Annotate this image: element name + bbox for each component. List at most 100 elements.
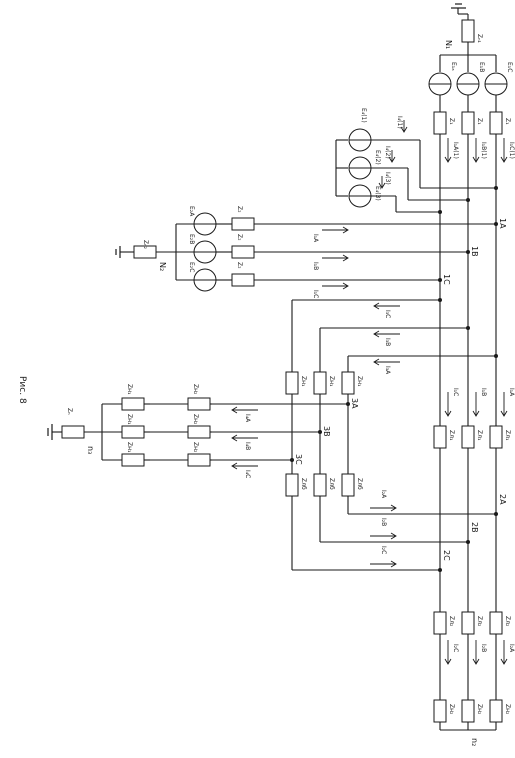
resistor-zn2-load-a-label: Zн₂ [192,384,199,395]
resistor-zh2-c-label: Zн₂ [504,704,511,715]
resistor-zn-load [61,425,85,439]
resistor-zl1-b [461,425,475,449]
generator-2-group: Zₙ₂ N₂ E₂A E₂B E₂C Z₂ Z₂ Z₂ I₁A [115,206,507,298]
current-mid-a-label: I₂A [380,490,387,499]
current-bus-c-label: I₁A [508,388,515,397]
resistor-zl2-c [489,611,503,635]
resistor-zl2-b-label: Zл₂ [476,616,483,627]
feeders-to-load3: I₃C I₃B I₃A Zн₁ Zн₁ Zн₁ 3A 3B 3C Zлб Zлб… [285,298,498,571]
current-load3-c-label: I₄C [244,470,251,478]
resistor-zn2-load-a [187,397,211,411]
node-3c-label: 3C [294,454,303,465]
current-arrows-gen2 [322,226,349,290]
current-arrows-e4 [378,120,408,189]
resistor-z2-c-label: Z₂ [236,262,243,269]
resistor-z2-a-label: Z₂ [236,206,243,213]
resistor-zh1-load-c-label: Zн₁ [126,442,133,453]
source-e1b-label: E₁B [478,62,485,72]
resistor-z1-c [489,111,503,135]
resistor-zlb-c-label: Zлб [300,478,307,490]
resistor-zh1-b-label: Zн₁ [328,376,335,387]
source-e1c [484,72,508,96]
current-arrows-mid [370,504,397,568]
current-arrows-bus-lower [444,640,508,665]
source-e2b-label: E₂B [188,234,195,244]
resistor-z1-a-label: Z₁ [448,118,455,125]
node-n1-label: N₁ [444,40,453,49]
node-2a-label: 2A [498,494,507,505]
current-lower-c-label: I₂A [508,644,515,653]
current-i1a1-label: I₁A(1) [452,142,459,159]
resistor-zn-load-label: Zₙ [66,408,73,415]
current-mid-b-label: I₂B [380,518,387,526]
current-lower-b-label: I₂B [480,644,487,652]
current-i4-1-label: I₄(1) [396,116,403,129]
load-3-group: I₄A I₄B I₄C Zн₂ Zн₂ Zн₂ Zн₁ Zн₁ Zн₁ Zₙ [47,384,348,478]
resistor-zh1-load-a [121,397,145,411]
resistor-zn2-label: Zₙ₂ [142,240,149,250]
resistor-zl2-c-label: Zл₂ [504,616,511,627]
node-3b-label: 3B [322,426,331,437]
current-arrows-feeders [373,302,400,366]
resistor-zh1-a [341,371,355,395]
resistor-zh2-a-label: Zн₂ [448,704,455,715]
resistor-zl1-c [489,425,503,449]
top-generator-group: Zₙ₁ N₁ E₁ₐ E₁B E₁C Z₁ Z₁ Z₁ [428,3,515,212]
node-N2-label: N₂ [158,262,167,271]
resistor-zlb-c [285,473,299,497]
current-lower-a-label: I₂C [452,644,459,652]
resistor-zl2-a [433,611,447,635]
e4-source-group: E₄(1) E₄(2) E₄(3) I₄(1) I₄(2) I₄(3) [335,108,498,214]
source-e1a-label: E₁ₐ [450,62,457,71]
node-2b-label: 2B [470,522,479,533]
resistor-zlb-a [341,473,355,497]
resistor-zlb-a-label: Zлб [356,478,363,490]
node-n3-label: n₃ [86,446,95,454]
current-load3-b-label: I₄B [244,442,251,450]
current-load3-a-label: I₄A [244,414,251,423]
current-feeder-a-label: I₃A [384,366,391,375]
current-gen2-c-label: I₁C [312,290,319,298]
current-i1b1-label: I₁B(1) [480,142,487,159]
source-e1c-label: E₁C [506,62,513,72]
resistor-zh1-a-label: Zн₁ [356,376,363,387]
node-1a-label: 1A [498,218,507,229]
source-e1a [428,72,452,96]
resistor-zl1-a-label: Zл₁ [448,430,455,441]
resistor-z2-c [231,273,255,287]
resistor-zn1 [461,19,475,43]
source-e4-3-label: E₄(3) [374,186,381,201]
resistor-zn2-load-c-label: Zн₂ [192,442,199,453]
current-i4-2-label: I₄(2) [384,146,391,159]
resistor-zh2-b [461,699,475,723]
resistor-zlb-b-label: Zлб [328,478,335,490]
resistor-z2-b [231,245,255,259]
current-gen2-a-label: I₁A [312,234,319,243]
source-e2a-label: E₂A [188,206,195,217]
resistor-z1-c-label: Z₁ [504,118,511,125]
current-i4-3-label: I₄(3) [384,172,391,185]
resistor-z1-b [461,111,475,135]
resistor-z1-a [433,111,447,135]
resistor-zh1-b [313,371,327,395]
ground-symbol-load [47,424,53,440]
source-e4-1-label: E₄(1) [360,108,367,123]
current-i1c1-label: I₁C(1) [508,142,515,159]
resistor-zlb-b [313,473,327,497]
resistor-zh1-c-label: Zн₁ [300,376,307,387]
resistor-zl1-b-label: Zл₁ [476,430,483,441]
node-n2-label: n₂ [470,738,479,746]
resistor-zn2-load-b [187,425,211,439]
resistor-zh1-load-b [121,425,145,439]
resistor-zl1-c-label: Zл₁ [504,430,511,441]
main-bus: I₁C I₁B I₁A Zл₁ Zл₁ Zл₁ 2A 2B 2C Zл₂ Zл₂… [433,188,515,746]
resistor-zl2-a-label: Zл₂ [448,616,455,627]
current-arrows-load3 [231,406,258,470]
resistor-zh1-load-b-label: Zн₁ [126,414,133,425]
node-1b-label: 1B [470,246,479,257]
current-arrows-top [444,138,508,163]
resistor-zl2-b [461,611,475,635]
node-3a-label: 3A [350,398,359,409]
node-1c-label: 1C [442,274,451,285]
